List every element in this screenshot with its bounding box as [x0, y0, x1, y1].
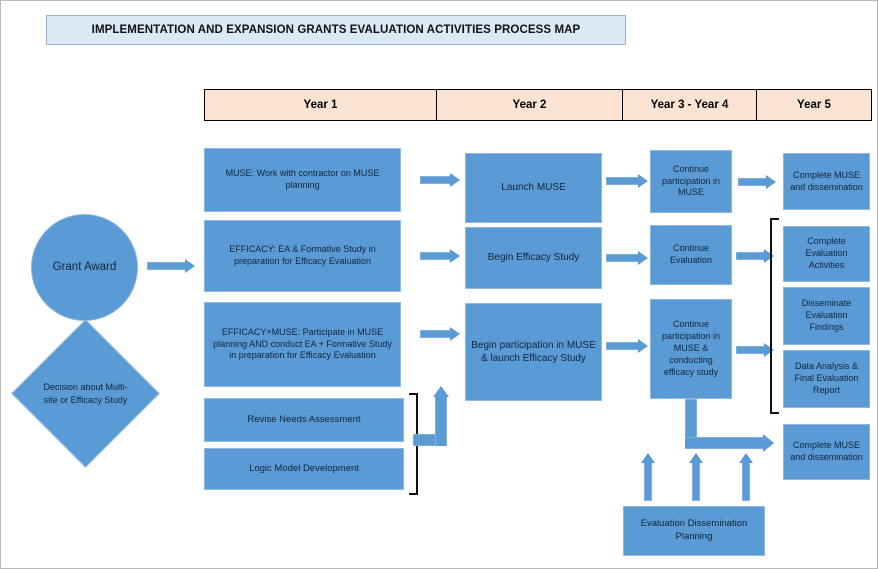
arrow-head: [764, 249, 774, 263]
box-year2-begin-participation[interactable]: Begin participation in MUSE & launch Eff…: [465, 303, 602, 401]
arrow-continue-muse-efficacy-to-bracket: [736, 343, 774, 357]
arrow-shaft: [420, 330, 451, 338]
decision-label: Decision about Multi-site or Efficacy St…: [43, 382, 128, 405]
box-year5-complete-muse-bottom[interactable]: Complete MUSE and dissemination: [783, 424, 870, 480]
box-revise-needs-assessment-label: Revise Needs Assessment: [247, 413, 361, 425]
year-header-cell-1: Year 1: [204, 89, 436, 121]
box-year34-continue-muse[interactable]: Continue participation in MUSE: [650, 150, 732, 213]
arrow-grant-to-year1: [147, 259, 195, 273]
box-year5-complete-evaluation-activities-label: Complete Evaluation Activities: [805, 236, 848, 270]
arrow-shaft: [692, 462, 700, 501]
arrow-head: [763, 434, 774, 452]
box-year5-complete-muse-bottom-label: Complete MUSE and dissemination: [790, 440, 863, 462]
box-year5-complete-muse-top-label: Complete MUSE and dissemination: [790, 169, 863, 192]
box-year2-launch-muse-label: Launch MUSE: [501, 182, 566, 194]
arrow-shaft: [644, 462, 652, 501]
arrow-dissemination-up-3: [739, 453, 753, 501]
arrow-continue-muse-to-complete-muse: [738, 175, 776, 189]
box-evaluation-dissemination-planning[interactable]: Evaluation Dissemination Planning: [623, 506, 765, 556]
arrow-head: [450, 173, 460, 187]
box-year1-efficacy-muse[interactable]: EFFICACY+MUSE: Participate in MUSE plann…: [204, 302, 401, 387]
box-year34-continue-muse-label: Continue participation in MUSE: [661, 163, 721, 198]
arrow-supporting-to-efficacy-muse: [413, 386, 449, 446]
box-year2-begin-participation-label: Begin participation in MUSE & launch Eff…: [471, 339, 596, 364]
arrow-shaft: [606, 342, 639, 350]
arrow-shaft: [736, 252, 765, 260]
box-year34-continue-evaluation-label: Continue Evaluation: [669, 243, 713, 265]
page-title: IMPLEMENTATION AND EXPANSION GRANTS EVAL…: [46, 15, 626, 45]
box-evaluation-dissemination-planning-label: Evaluation Dissemination Planning: [640, 518, 748, 542]
grant-award-circle[interactable]: Grant Award: [31, 214, 138, 321]
arrow-head: [638, 251, 648, 265]
box-year5-data-analysis-label: Data Analysis & Final Evaluation Report: [794, 361, 859, 395]
arrow-head: [766, 175, 776, 189]
box-year1-muse-label: MUSE: Work with contractor on MUSE plann…: [225, 168, 380, 190]
arrow-segment-vertical: [685, 399, 697, 438]
box-year2-begin-efficacy[interactable]: Begin Efficacy Study: [465, 227, 602, 289]
box-year34-continue-evaluation[interactable]: Continue Evaluation: [650, 225, 732, 285]
arrow-shaft: [738, 178, 767, 186]
box-year5-complete-muse-top[interactable]: Complete MUSE and dissemination: [783, 153, 870, 210]
box-logic-model-development[interactable]: Logic Model Development: [204, 448, 404, 490]
arrow-begin-efficacy-to-continue-evaluation: [606, 251, 648, 265]
arrow-segment-vertical: [435, 395, 447, 446]
year-header-cell-3: Year 3 - Year 4: [622, 89, 756, 121]
year-header-row: Year 1 Year 2 Year 3 - Year 4 Year 5: [204, 89, 872, 121]
arrow-head: [433, 386, 449, 397]
arrow-segment-horizontal: [685, 437, 764, 449]
decision-diamond[interactable]: Decision about Multi-site or Efficacy St…: [11, 319, 160, 468]
arrow-head: [739, 453, 753, 463]
arrow-head: [185, 259, 195, 273]
arrow-head: [450, 327, 460, 341]
box-year2-launch-muse[interactable]: Launch MUSE: [465, 153, 602, 223]
arrow-continue-evaluation-to-bracket: [736, 249, 774, 263]
arrow-launch-muse-to-continue-muse: [606, 174, 648, 188]
arrow-shaft: [420, 252, 451, 260]
box-year34-continue-muse-efficacy-label: Continue participation in MUSE & conduct…: [661, 319, 721, 377]
box-year2-begin-efficacy-label: Begin Efficacy Study: [487, 252, 580, 264]
year-header-cell-2: Year 2: [436, 89, 622, 121]
arrow-head: [638, 339, 648, 353]
arrow-efficacy-to-begin-efficacy: [420, 249, 460, 263]
box-year5-complete-evaluation-activities[interactable]: Complete Evaluation Activities: [783, 226, 870, 282]
arrow-segment-horizontal: [413, 434, 435, 446]
box-year1-efficacy-muse-label: EFFICACY+MUSE: Participate in MUSE plann…: [213, 326, 392, 361]
arrow-continue-muse-efficacy-to-complete-muse-bottom: [685, 399, 774, 452]
arrow-shaft: [420, 176, 451, 184]
arrow-begin-participation-to-continue-muse-efficacy: [606, 339, 648, 353]
box-year1-efficacy-label: EFFICACY: EA & Formative Study in prepar…: [229, 244, 376, 266]
box-year34-continue-muse-efficacy[interactable]: Continue participation in MUSE & conduct…: [650, 299, 732, 399]
arrow-shaft: [742, 462, 750, 501]
arrow-shaft: [147, 262, 186, 270]
box-year5-disseminate-findings-label: Disseminate Evaluation Findings: [801, 298, 852, 332]
box-logic-model-development-label: Logic Model Development: [249, 462, 359, 474]
box-year5-disseminate-findings[interactable]: Disseminate Evaluation Findings: [783, 287, 870, 345]
grant-award-label: Grant Award: [52, 261, 117, 274]
box-year1-muse[interactable]: MUSE: Work with contractor on MUSE plann…: [204, 148, 401, 212]
box-year5-data-analysis[interactable]: Data Analysis & Final Evaluation Report: [783, 350, 870, 408]
arrow-head: [641, 453, 655, 463]
arrow-muse-to-launch-muse: [420, 173, 460, 187]
box-revise-needs-assessment[interactable]: Revise Needs Assessment: [204, 398, 404, 442]
arrow-shaft: [606, 254, 639, 262]
box-year1-efficacy[interactable]: EFFICACY: EA & Formative Study in prepar…: [204, 220, 401, 292]
arrow-dissemination-up-1: [641, 453, 655, 501]
arrow-head: [638, 174, 648, 188]
bracket-year5-evaluation-outputs: [770, 218, 779, 414]
arrow-efficacy-muse-to-begin-participation: [420, 327, 460, 341]
arrow-head: [450, 249, 460, 263]
year-header-cell-4: Year 5: [756, 89, 872, 121]
arrow-head: [689, 453, 703, 463]
arrow-shaft: [606, 177, 639, 185]
arrow-shaft: [736, 346, 765, 354]
arrow-dissemination-up-2: [689, 453, 703, 501]
arrow-head: [764, 343, 774, 357]
